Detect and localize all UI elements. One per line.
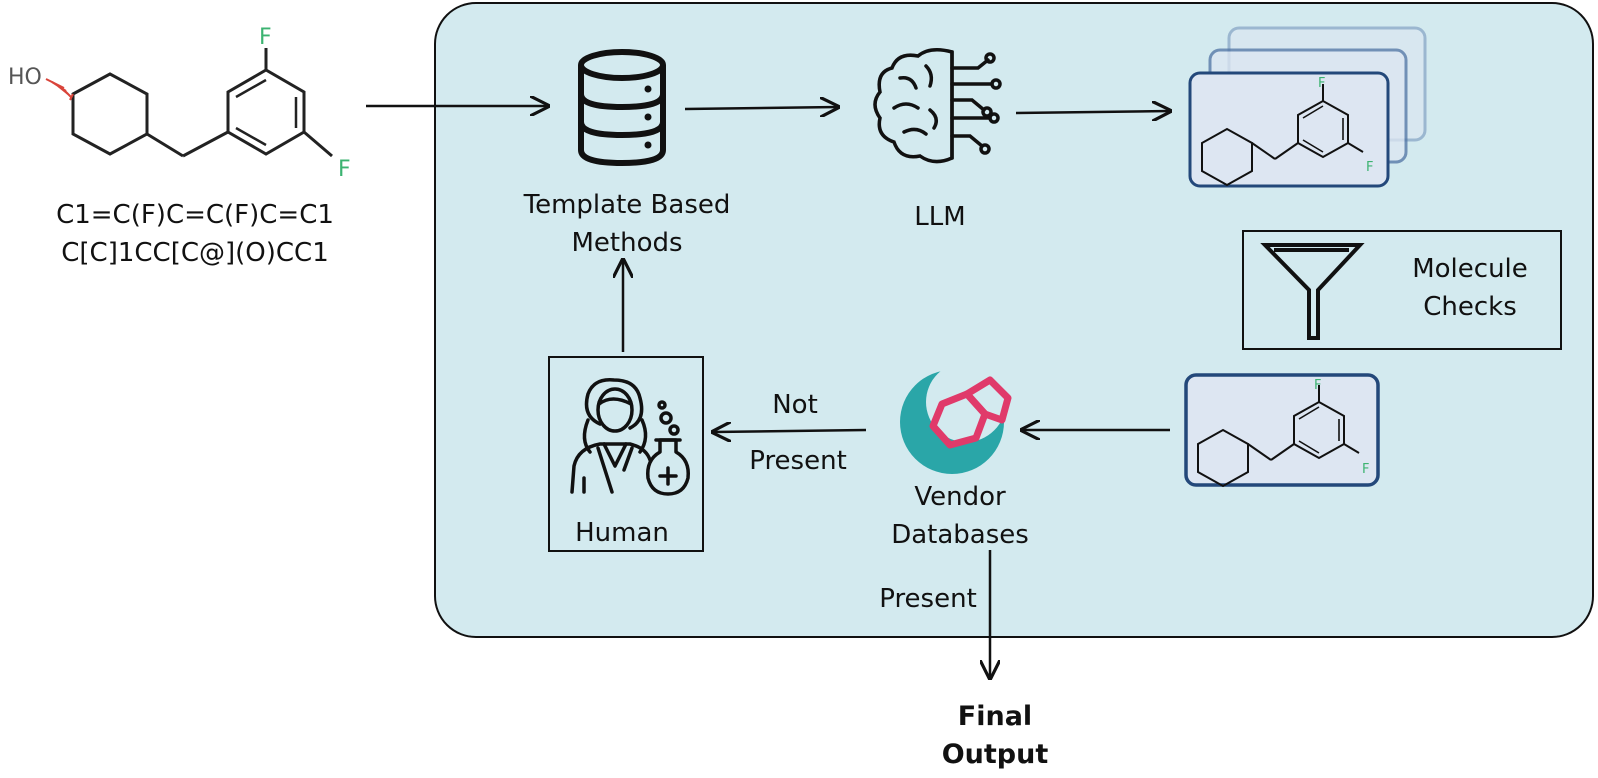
llm-label: LLM <box>914 202 966 232</box>
hydroxyl-text: HO <box>8 65 42 90</box>
edge-label-not: Not <box>772 390 818 420</box>
arrow-template-to-llm <box>684 107 838 109</box>
edge-label-present-2: Present <box>879 584 977 614</box>
human-label: Human <box>575 518 669 548</box>
funnel-icon <box>1260 243 1365 340</box>
molecule-checks-label: Molecule Checks <box>1412 254 1528 322</box>
vendor-logo-icon <box>900 362 1012 474</box>
card-fluorine-top: F <box>1318 76 1326 91</box>
candidate-molecules-stack <box>1188 26 1427 188</box>
arrow-vendor-to-human <box>713 430 867 432</box>
fluorine-label-top: F <box>259 25 272 50</box>
fluorine-label-bottom: F <box>338 157 351 182</box>
flow-arrows <box>366 106 1170 678</box>
brain-circuit-icon <box>873 48 1002 164</box>
human-box <box>548 356 704 552</box>
smiles-line-1: C1=C(F)C=C(F)C=C1 <box>56 200 334 230</box>
arrow-llm-to-candidates <box>1015 111 1170 113</box>
vendor-databases-label: Vendor Databases <box>891 482 1029 550</box>
selected-molecule-card <box>1184 373 1380 487</box>
template-methods-label: Template Based Methods <box>523 190 731 258</box>
input-molecule <box>45 48 333 158</box>
card-fluorine-bottom: F <box>1366 160 1374 175</box>
final-output-label: Final Output <box>941 701 1049 770</box>
selected-fluorine-bottom: F <box>1362 462 1370 477</box>
scientist-icon <box>570 378 690 496</box>
selected-fluorine-top: F <box>1314 378 1322 393</box>
database-icon <box>578 49 666 167</box>
smiles-line-2: C[C]1CC[C@](O)CC1 <box>61 238 329 268</box>
hydroxyl-label-H: HO <box>8 64 42 92</box>
molecule-checks-box <box>1242 230 1562 350</box>
edge-label-present-1: Present <box>749 446 847 476</box>
